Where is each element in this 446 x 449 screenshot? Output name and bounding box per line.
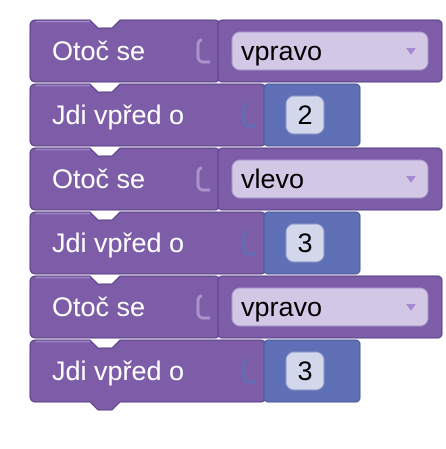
distance-number-field[interactable]: 3 [285,223,325,263]
triangle-down-icon [406,48,416,55]
direction-dropdown[interactable]: vpravo [231,31,429,71]
move-forward-label: Jdi vpřed o [52,100,184,130]
dropdown-value: vlevo [241,164,304,194]
move-forward-block[interactable]: Jdi vpřed o 2 [29,83,361,147]
block-body [29,211,267,275]
turn-label: Otoč se [52,292,145,322]
dropdown-value: vpravo [241,292,322,322]
block-body [29,339,267,411]
triangle-down-icon [406,176,416,183]
block-body [29,275,221,339]
turn-block[interactable]: Otoč se vlevo [29,147,443,211]
number-value: 3 [297,356,312,386]
block-body [29,147,221,211]
dropdown-field [231,31,429,71]
dropdown-field [231,159,429,199]
turn-label: Otoč se [52,36,145,66]
turn-block[interactable]: Otoč se vpravo [29,19,443,83]
number-value: 2 [297,100,312,130]
distance-number-field[interactable]: 2 [285,95,325,135]
turn-label: Otoč se [52,164,145,194]
input-connector [242,230,256,256]
block-body [29,83,267,147]
input-connector [196,166,210,192]
move-forward-block[interactable]: Jdi vpřed o 3 [29,339,361,411]
distance-number-field[interactable]: 3 [285,351,325,391]
direction-dropdown[interactable]: vpravo [231,287,429,327]
move-forward-label: Jdi vpřed o [52,228,184,258]
input-connector [196,294,210,320]
move-forward-block[interactable]: Jdi vpřed o 3 [29,211,361,275]
turn-block[interactable]: Otoč se vpravo [29,275,443,339]
block-body [29,19,221,83]
input-connector [242,102,256,128]
number-field [285,351,325,391]
input-connector [196,38,210,64]
dropdown-field [231,287,429,327]
number-field [285,223,325,263]
move-forward-label: Jdi vpřed o [52,356,184,386]
number-value: 3 [297,228,312,258]
input-connector [242,358,256,384]
direction-dropdown[interactable]: vlevo [231,159,429,199]
dropdown-value: vpravo [241,36,322,66]
number-field [285,95,325,135]
triangle-down-icon [406,304,416,311]
